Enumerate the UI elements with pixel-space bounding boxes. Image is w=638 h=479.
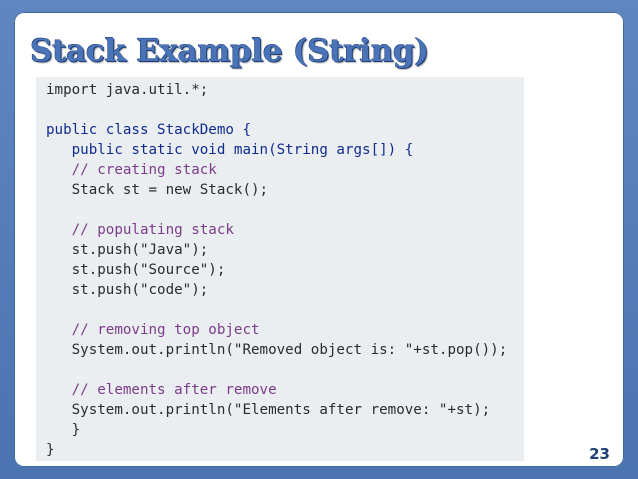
code-comment-populating-stack: // populating stack — [46, 222, 234, 238]
code-comment-elements-after-remove: // elements after remove — [46, 382, 277, 398]
code-line-class-declaration: public class StackDemo { — [46, 122, 251, 138]
code-comment-creating-stack: // creating stack — [46, 162, 217, 178]
page-number: 23 — [589, 445, 610, 463]
code-line-new-stack: Stack st = new Stack(); — [46, 182, 269, 198]
slide-title: Stack Example (String) — [30, 33, 429, 69]
code-line-import: import java.util.*; — [46, 82, 209, 98]
code-line-push-java: st.push("Java"); — [46, 242, 209, 258]
code-line-print-elements: System.out.println("Elements after remov… — [46, 402, 491, 418]
code-block: import java.util.*; public class StackDe… — [36, 77, 524, 461]
code-line-push-code: st.push("code"); — [46, 282, 209, 298]
code-line-close-method: } — [46, 422, 81, 438]
code-line-print-removed: System.out.println("Removed object is: "… — [46, 342, 508, 358]
code-line-close-class: } — [46, 442, 55, 458]
code-comment-removing-top: // removing top object — [46, 322, 260, 338]
code-line-main-method: public static void main(String args[]) { — [46, 142, 414, 158]
code-line-push-source: st.push("Source"); — [46, 262, 226, 278]
